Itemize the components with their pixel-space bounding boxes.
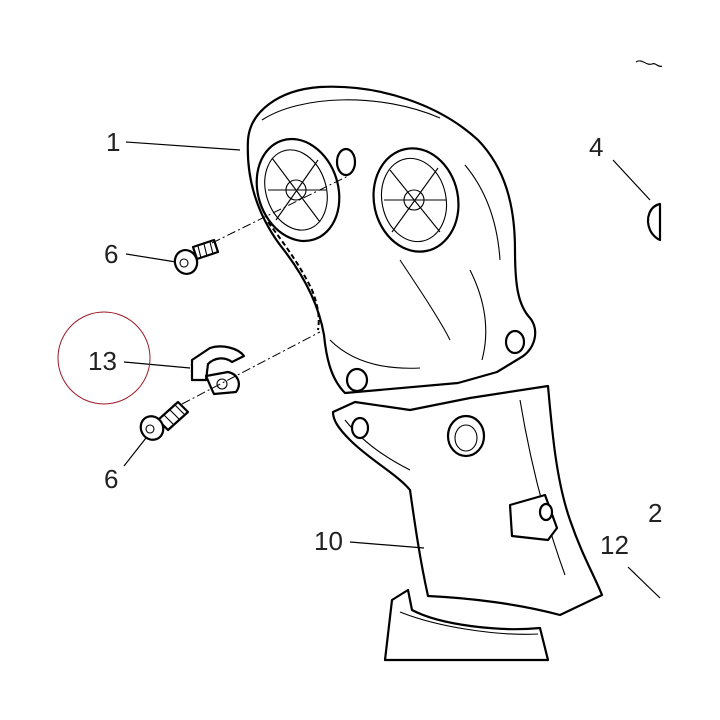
leader-13: [123, 361, 191, 369]
leader-10: [349, 541, 425, 549]
assembly-line-lower: [181, 331, 321, 405]
leader-6-upper: [125, 253, 177, 263]
leader-6-lower: [123, 437, 147, 467]
callout-10: 10: [314, 526, 343, 556]
leader-1: [125, 141, 241, 151]
upper-screw: [173, 238, 220, 275]
lower-belt-cover: [331, 384, 604, 617]
callout-12: 12: [600, 530, 629, 560]
lower-screw: [139, 400, 190, 441]
callout-4: 4: [589, 132, 603, 162]
callout-6-upper: 6: [104, 239, 118, 269]
clip: [190, 345, 246, 396]
callout-6-lower: 6: [104, 464, 118, 494]
leader-12: [627, 566, 661, 599]
part-4-fragment: [646, 202, 662, 242]
upper-belt-cover: [246, 85, 537, 395]
callout-1: 1: [106, 127, 120, 157]
assembly-line-upper: [211, 175, 349, 244]
callout-2: 2: [648, 498, 662, 528]
highlight-ring: [57, 311, 151, 405]
callout-13: 13: [88, 346, 117, 376]
leader-4: [612, 159, 651, 201]
bottom-cover-fragment: [383, 588, 550, 662]
part-fragment-top-right: [635, 60, 663, 67]
